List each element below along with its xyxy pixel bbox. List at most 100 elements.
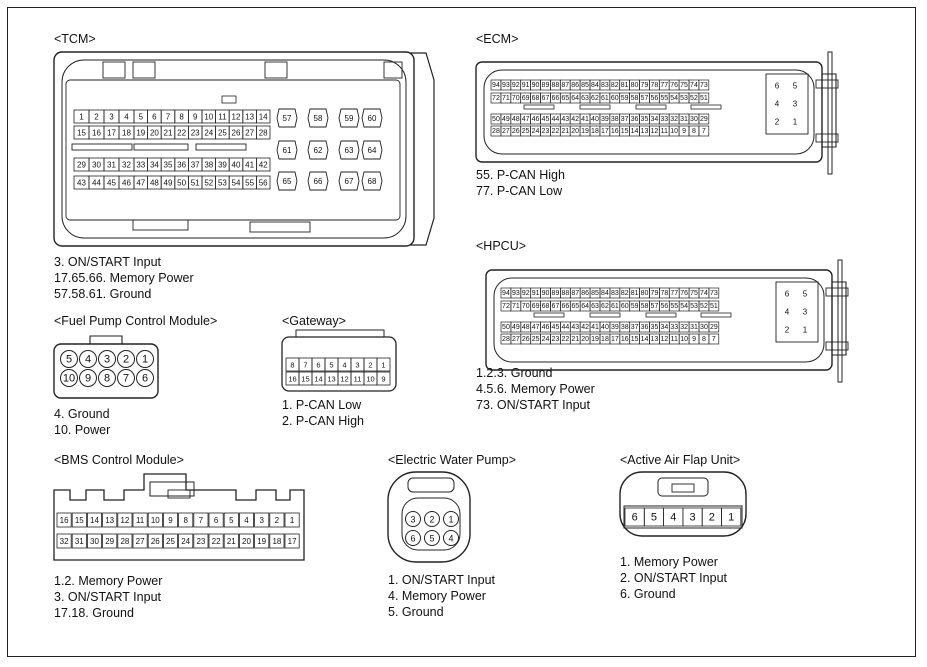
hpcu-pin: 50 — [502, 324, 510, 331]
ecm-side-block — [765, 73, 809, 135]
tcm-note: 17.65.66. Memory Power — [54, 271, 194, 285]
ecm-pin: 59 — [621, 95, 629, 102]
bms-pin-box — [238, 512, 254, 528]
air-flap-note: 1. Memory Power — [620, 555, 718, 569]
bms-pin-box — [117, 533, 133, 549]
water-pump-lock-tab — [407, 477, 455, 493]
tcm-pin: 56 — [259, 179, 268, 188]
ecm-latch-tab — [815, 79, 839, 89]
air-flap-pin: 6 — [632, 512, 638, 524]
hpcu-pin: 61 — [611, 303, 619, 310]
water-pump-pin-circle — [443, 511, 459, 527]
ecm-pin: 34 — [650, 116, 658, 123]
hpcu-pin: 53 — [690, 303, 698, 310]
air-flap-pin: 1 — [728, 512, 734, 524]
ecm-pin: 58 — [631, 95, 639, 102]
tcm-round-pin-cavity — [361, 108, 383, 128]
fuel-pump-pin: 10 — [63, 373, 75, 385]
water-pump-pin-circle — [424, 530, 440, 546]
bms-note: 3. ON/START Input — [54, 590, 161, 604]
hpcu-pin: 33 — [670, 324, 678, 331]
gateway-pin: 6 — [316, 361, 320, 370]
hpcu-side-pin: 2 — [785, 326, 790, 335]
air-flap-pin: 2 — [709, 512, 715, 524]
gateway-pin: 15 — [301, 375, 309, 384]
hpcu-pin: 9 — [692, 336, 696, 343]
tcm-round-pin: 66 — [314, 177, 323, 186]
ecm-pin: 31 — [680, 116, 688, 123]
tcm-pin: 39 — [218, 161, 227, 170]
tcm-pin: 36 — [177, 161, 186, 170]
hpcu-pin: 91 — [532, 290, 540, 297]
hpcu-pin: 7 — [712, 336, 716, 343]
bms-pin-box — [208, 512, 224, 528]
tcm-round-pin-cavity — [361, 140, 383, 160]
hpcu-pin: 63 — [591, 303, 599, 310]
ecm-key-bar — [523, 104, 555, 110]
fuel-pump-pin-circle — [117, 369, 135, 387]
tcm-pin: 5 — [139, 113, 144, 122]
tcm-pin: 52 — [204, 179, 213, 188]
ecm-pin: 87 — [561, 82, 569, 89]
ecm-pin: 57 — [641, 95, 649, 102]
tcm-pin-field — [65, 79, 401, 221]
ecm-pin: 65 — [561, 95, 569, 102]
ecm-pin: 38 — [611, 116, 619, 123]
hpcu-pin: 71 — [512, 303, 520, 310]
bms-pin: 30 — [90, 537, 99, 546]
ecm-pin: 79 — [641, 82, 649, 89]
air-flap-notes: 1. Memory Power 2. ON/START Input 6. Gro… — [620, 554, 727, 602]
bms-pin: 10 — [151, 516, 160, 525]
fuel-pump-pin-circle — [98, 369, 116, 387]
tcm-pin: 21 — [164, 129, 173, 138]
ecm-pin: 35 — [641, 116, 649, 123]
tcm-round-pin: 64 — [368, 146, 377, 155]
bms-pin: 27 — [136, 537, 145, 546]
tcm-pin: 2 — [94, 113, 99, 122]
ecm-pin: 25 — [522, 128, 530, 135]
air-flap-housing — [619, 471, 747, 537]
bms-pin-box — [269, 533, 285, 549]
tcm-round-pin: 68 — [368, 177, 377, 186]
tcm-pin: 37 — [191, 161, 200, 170]
bms-note: 1.2. Memory Power — [54, 574, 163, 588]
ecm-pin: 62 — [591, 95, 599, 102]
ecm-pin: 40 — [591, 116, 599, 123]
bms-pin: 16 — [60, 516, 69, 525]
hpcu-pin: 14 — [641, 336, 649, 343]
ecm-title: <ECM> — [476, 32, 519, 46]
ecm-pin: 73 — [700, 82, 708, 89]
bms-pin-box — [71, 512, 87, 528]
water-pump-inner — [401, 497, 461, 551]
tcm-pin: 24 — [204, 129, 213, 138]
bms-pin: 25 — [166, 537, 175, 546]
fuel-pump-pin-circle — [79, 369, 97, 387]
ecm-pin: 14 — [631, 128, 639, 135]
ecm-note: 77. P-CAN Low — [476, 184, 563, 198]
hpcu-pin: 36 — [641, 324, 649, 331]
tcm-key-slot — [221, 95, 237, 104]
tcm-round-pin-cavity — [338, 140, 360, 160]
tcm-pin: 20 — [150, 129, 159, 138]
diagram-frame — [7, 7, 916, 657]
tcm-pin: 22 — [177, 129, 186, 138]
hpcu-pin: 40 — [601, 324, 609, 331]
hpcu-pin: 81 — [631, 290, 639, 297]
hpcu-latch-tab — [825, 341, 849, 351]
hpcu-pin-box — [708, 321, 720, 333]
tcm-pin: 18 — [122, 129, 131, 138]
hpcu-pin: 45 — [552, 324, 560, 331]
tcm-pin: 43 — [77, 179, 86, 188]
hpcu-pin: 89 — [552, 290, 560, 297]
tcm-pin-box — [255, 157, 271, 172]
tcm-pin: 8 — [179, 113, 184, 122]
ecm-side-pin: 3 — [793, 100, 798, 109]
tcm-pin: 27 — [245, 129, 254, 138]
hpcu-side-pin: 3 — [803, 308, 808, 317]
fuel-pump-pin-circle — [117, 350, 135, 368]
ecm-pin: 11 — [661, 128, 668, 135]
gateway-pin: 8 — [290, 361, 294, 370]
ecm-pin: 10 — [670, 128, 678, 135]
fuel-pump-pin: 6 — [142, 373, 148, 385]
hpcu-pin: 8 — [702, 336, 706, 343]
